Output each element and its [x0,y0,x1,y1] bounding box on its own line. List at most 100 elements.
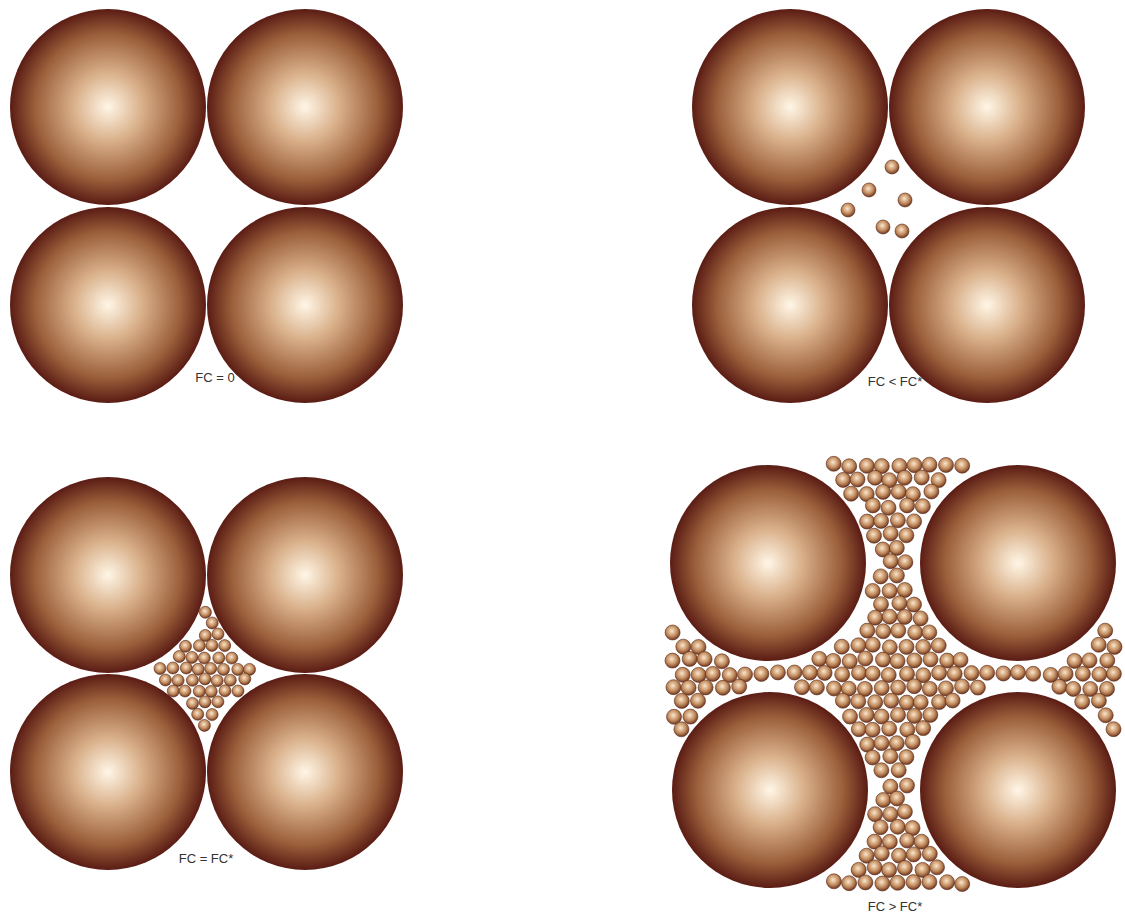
fine-grain [809,680,824,695]
fine-grain [873,569,888,584]
fine-grain [1082,653,1097,668]
fine-grain [691,693,706,708]
fine-grain [876,220,890,234]
fine-grain [890,819,905,834]
fine-grain [890,875,905,890]
fine-grain [218,663,230,675]
fine-grain [1067,653,1082,668]
fine-grain [193,640,205,652]
coarse-grain [207,477,403,673]
fine-grain [922,875,937,890]
fine-grain [192,708,204,720]
fine-grain [683,709,698,724]
fine-grain [179,685,191,697]
coarse-grain [920,465,1116,661]
fine-grain [732,679,747,694]
fine-grain [834,639,849,654]
fine-grain [698,680,713,695]
fine-grain [865,498,880,513]
fine-grain [865,750,880,765]
fines-content-label: FC = 0 [193,370,236,385]
fine-grain [932,695,947,710]
fine-grain [681,680,696,695]
coarse-grain [10,477,206,673]
fine-grain [211,675,223,687]
fine-grain [852,665,867,680]
fine-grain [841,203,855,217]
fine-grain [851,722,866,737]
fine-grain [239,673,251,685]
fine-grain [858,651,873,666]
fine-grain [881,500,896,515]
fine-grain [916,721,931,736]
fine-grain [213,652,225,664]
fine-grain [897,860,912,875]
coarse-grain [920,692,1116,888]
fine-grain [167,685,179,697]
fine-grain [883,554,898,569]
fine-grain [665,653,680,668]
fines-content-label: FC = FC* [177,851,236,866]
fine-grain [923,707,938,722]
fine-grain [835,667,850,682]
fine-grain [842,876,857,891]
fine-grain [705,666,720,681]
fine-grain [953,652,968,667]
fine-grain [860,623,875,638]
fine-grain [715,680,730,695]
fine-grain [199,606,211,618]
fine-grain [812,651,827,666]
fine-grain [851,638,866,653]
fine-grain [226,652,238,664]
fine-grain [193,685,205,697]
fine-grain [899,528,914,543]
fine-grain [899,695,914,710]
fines-content-label: FC < FC* [866,374,925,389]
fine-grain [890,654,905,669]
fine-grain [900,778,915,793]
fine-grain [186,674,198,686]
fine-grain [889,736,904,751]
fine-grain [899,639,914,654]
fine-grain [826,874,841,889]
fine-grain [844,486,859,501]
fine-grain [931,638,946,653]
fine-grain [875,876,890,891]
fine-grain [835,693,850,708]
fine-grain [891,484,906,499]
fine-grain [996,666,1011,681]
fine-grain [167,662,179,674]
fine-grain [206,617,218,629]
fine-grain [851,694,866,709]
fine-grain [882,609,897,624]
fine-grain [205,685,217,697]
fine-grain [865,637,880,652]
fine-grain [885,160,899,174]
fine-grain [860,514,875,529]
fine-grain [817,665,832,680]
fine-grain [874,513,889,528]
fine-grain [964,666,979,681]
fine-grain [154,663,166,675]
fine-grain [980,665,995,680]
fine-grain [891,763,906,778]
fine-grain [897,609,912,624]
fine-grain [219,685,231,697]
fine-grain [882,721,897,736]
fine-grain [1066,681,1081,696]
fine-grain [955,679,970,694]
fine-grain [843,709,858,724]
fine-grain [874,681,889,696]
fine-grain [900,498,915,513]
fine-grain [1075,694,1090,709]
fine-grain [172,674,184,686]
fine-grain [802,665,817,680]
fine-grain [787,665,802,680]
fine-grain [865,722,880,737]
fine-grain [697,652,712,667]
fine-grain [891,707,906,722]
fine-grain [883,749,898,764]
fine-grain [876,624,891,639]
fine-grain [907,653,922,668]
fine-grain [674,722,689,737]
